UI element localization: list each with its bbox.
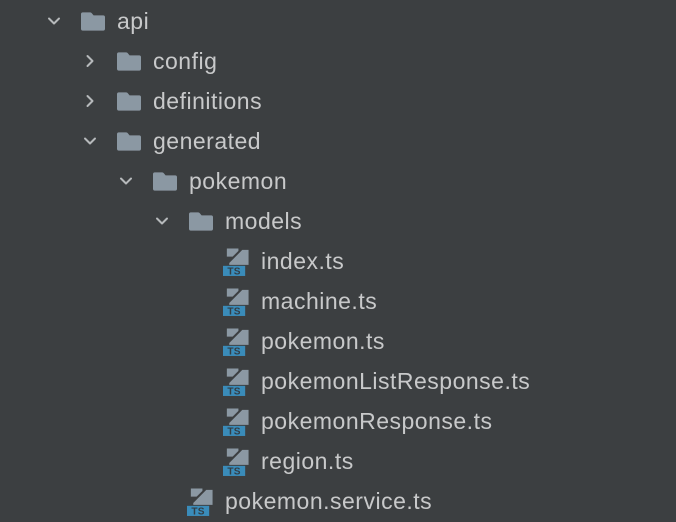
ts-badge-label: TS — [227, 306, 241, 316]
tree-item-label: region.ts — [261, 447, 354, 474]
ts-badge-label: TS — [227, 426, 241, 436]
typescript-file-icon: TS — [223, 407, 249, 436]
indent-spacer — [0, 321, 180, 361]
icon-slot: TS — [180, 481, 215, 521]
indent-spacer — [0, 81, 72, 121]
indent-spacer — [0, 1, 36, 41]
icon-slot: TS — [216, 361, 251, 401]
chevron-slot — [180, 281, 216, 321]
tree-item-machine-ts[interactable]: TS machine.ts — [0, 281, 676, 321]
icon-slot: TS — [216, 281, 251, 321]
folder-icon — [117, 131, 141, 151]
typescript-file-icon: TS — [223, 447, 249, 476]
indent-spacer — [0, 201, 144, 241]
icon-slot — [180, 201, 215, 241]
ts-badge-label: TS — [227, 266, 241, 276]
icon-slot: TS — [216, 241, 251, 281]
tree-item-label: pokemon — [189, 167, 288, 194]
chevron-right-icon[interactable] — [81, 52, 99, 70]
typescript-file-icon: TS — [223, 287, 249, 316]
tree-item-pokemon[interactable]: pokemon — [0, 161, 676, 201]
tree-item-label: index.ts — [261, 247, 345, 274]
chevron-slot — [144, 201, 180, 241]
chevron-slot — [36, 1, 72, 41]
typescript-file-icon: TS — [223, 247, 249, 276]
tree-item-generated[interactable]: generated — [0, 121, 676, 161]
tree-item-pokemon-ts[interactable]: TS pokemon.ts — [0, 321, 676, 361]
folder-icon — [81, 11, 105, 31]
chevron-slot — [180, 361, 216, 401]
icon-slot: TS — [216, 321, 251, 361]
tree-item-label: pokemon.ts — [261, 327, 385, 354]
tree-item-label: pokemonListResponse.ts — [261, 367, 531, 394]
tree-item-config[interactable]: config — [0, 41, 676, 81]
chevron-slot — [72, 41, 108, 81]
tree-item-label: generated — [153, 127, 262, 154]
tree-item-label: pokemon.service.ts — [225, 487, 433, 514]
chevron-slot — [72, 121, 108, 161]
folder-icon — [153, 171, 177, 191]
typescript-file-icon: TS — [223, 327, 249, 356]
indent-spacer — [0, 161, 108, 201]
ts-badge-label: TS — [191, 506, 205, 516]
indent-spacer — [0, 41, 72, 81]
indent-spacer — [0, 441, 180, 481]
tree-item-label: models — [225, 207, 303, 234]
icon-slot — [108, 41, 143, 81]
indent-spacer — [0, 361, 180, 401]
icon-slot — [72, 1, 107, 41]
chevron-down-icon[interactable] — [153, 212, 171, 230]
typescript-file-icon: TS — [223, 367, 249, 396]
icon-slot: TS — [216, 441, 251, 481]
tree-item-api[interactable]: api — [0, 1, 676, 41]
chevron-slot — [180, 441, 216, 481]
tree-item-label: machine.ts — [261, 287, 378, 314]
tree-item-label: pokemonResponse.ts — [261, 407, 493, 434]
tree-item-label: api — [117, 7, 150, 34]
chevron-slot — [72, 81, 108, 121]
chevron-down-icon[interactable] — [45, 12, 63, 30]
tree-item-definitions[interactable]: definitions — [0, 81, 676, 121]
indent-spacer — [0, 281, 180, 321]
tree-item-pokemon-service-ts[interactable]: TS pokemon.service.ts — [0, 481, 676, 521]
folder-icon — [117, 51, 141, 71]
indent-spacer — [0, 121, 72, 161]
tree-item-pokemonlistresponse-ts[interactable]: TS pokemonListResponse.ts — [0, 361, 676, 401]
chevron-slot — [144, 481, 180, 521]
folder-icon — [117, 91, 141, 111]
indent-spacer — [0, 401, 180, 441]
icon-slot — [108, 81, 143, 121]
chevron-down-icon[interactable] — [81, 132, 99, 150]
tree-item-pokemonresponse-ts[interactable]: TS pokemonResponse.ts — [0, 401, 676, 441]
chevron-right-icon[interactable] — [81, 92, 99, 110]
icon-slot — [144, 161, 179, 201]
ts-badge-label: TS — [227, 386, 241, 396]
ts-badge-label: TS — [227, 346, 241, 356]
chevron-down-icon[interactable] — [117, 172, 135, 190]
chevron-slot — [180, 401, 216, 441]
tree-item-index-ts[interactable]: TS index.ts — [0, 241, 676, 281]
chevron-slot — [108, 161, 144, 201]
indent-spacer — [0, 481, 144, 521]
typescript-file-icon: TS — [187, 487, 213, 516]
indent-spacer — [0, 241, 180, 281]
chevron-slot — [180, 321, 216, 361]
icon-slot: TS — [216, 401, 251, 441]
tree-item-models[interactable]: models — [0, 201, 676, 241]
tree-item-label: config — [153, 47, 218, 74]
tree-item-label: definitions — [153, 87, 263, 114]
chevron-slot — [180, 241, 216, 281]
tree-item-region-ts[interactable]: TS region.ts — [0, 441, 676, 481]
ts-badge-label: TS — [227, 466, 241, 476]
folder-icon — [189, 211, 213, 231]
icon-slot — [108, 121, 143, 161]
